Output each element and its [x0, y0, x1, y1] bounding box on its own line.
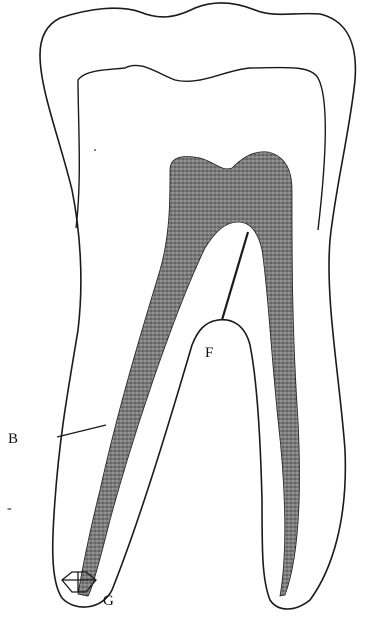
small-mark	[94, 149, 96, 151]
label-dash: -	[7, 502, 12, 516]
label-g: G	[103, 594, 114, 609]
label-f: F	[205, 346, 213, 361]
pulp-chamber	[78, 152, 299, 596]
b-level-line	[57, 425, 106, 437]
label-b: B	[8, 432, 18, 447]
tooth-outer-outline	[40, 3, 355, 609]
accessory-canal-line	[222, 232, 248, 320]
